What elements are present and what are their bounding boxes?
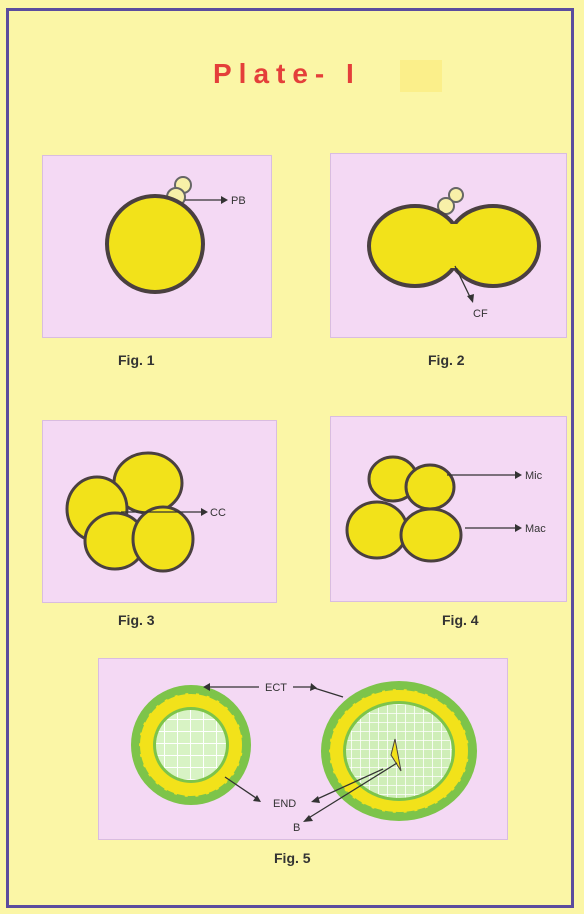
cc-label: CC (210, 507, 226, 519)
figure-3-diagram: CC (43, 421, 277, 603)
macromere-right (401, 509, 461, 561)
micromere-right (406, 465, 454, 509)
macromere-left (347, 502, 407, 558)
ect-label: ECT (265, 682, 287, 694)
end-label: END (273, 798, 296, 810)
gastrula (321, 681, 477, 821)
plate-title: Plate- I (213, 58, 361, 90)
pb-label: PB (231, 195, 246, 207)
figure-1-panel: PB (42, 155, 272, 338)
figure-3-caption: Fig. 3 (118, 612, 155, 628)
figure-5-diagram: ECT END B (99, 659, 508, 840)
figure-2-caption: Fig. 2 (428, 352, 465, 368)
figure-4-caption: Fig. 4 (442, 612, 479, 628)
end-arrowhead-right (311, 796, 320, 803)
mic-arrowhead (515, 471, 522, 479)
figure-2-panel: CF (330, 153, 567, 338)
b-label: B (293, 822, 300, 834)
mic-label: Mic (525, 470, 543, 482)
cc-arrowhead (201, 508, 208, 516)
cleavage-join (441, 224, 467, 268)
figure-5-panel: ECT END B (98, 658, 508, 840)
title-smudge (400, 60, 442, 92)
cf-arrowhead (467, 294, 474, 303)
figure-1-diagram: PB (43, 156, 272, 338)
blastula (131, 685, 251, 805)
mac-arrowhead (515, 524, 522, 532)
ect-arrowhead-right (310, 683, 317, 691)
pb-arrowhead (221, 196, 228, 204)
figure-4-panel: Mic Mac (330, 416, 567, 602)
figure-5-caption: Fig. 5 (274, 850, 311, 866)
mac-label: Mac (525, 523, 546, 535)
zygote-cell (107, 196, 203, 292)
figure-1-caption: Fig. 1 (118, 352, 155, 368)
blastomere-right (133, 507, 193, 571)
figure-4-diagram: Mic Mac (331, 417, 567, 602)
figure-2-diagram: CF (331, 154, 567, 338)
cf-label: CF (473, 308, 488, 320)
figure-3-panel: CC (42, 420, 277, 603)
